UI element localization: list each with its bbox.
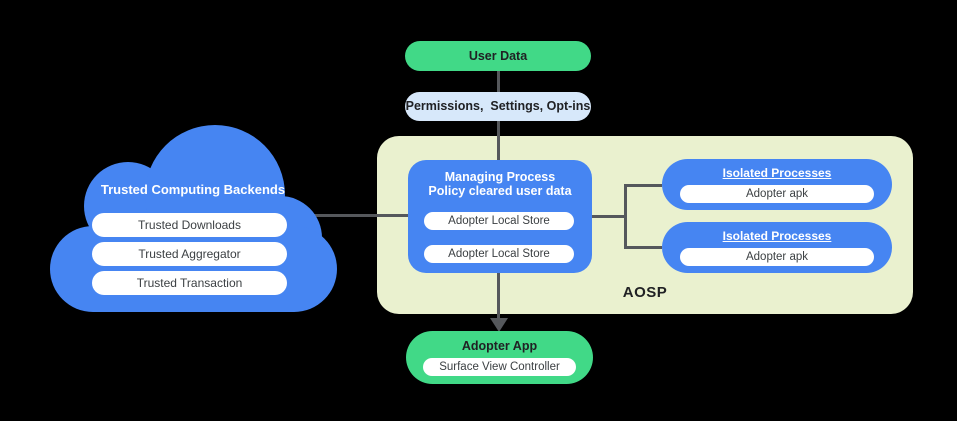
user-data-pill: User Data — [405, 41, 591, 71]
connector-managing-to-branch — [592, 215, 627, 218]
connector-branch-to-isolated-2 — [624, 246, 662, 249]
connector-permissions-to-managing — [497, 121, 500, 161]
permissions-settings-optins-pill: Permissions, Settings, Opt-ins — [405, 92, 591, 121]
adopter-apk-pill-2: Adopter apk — [680, 248, 874, 266]
trusted-aggregator-pill: Trusted Aggregator — [92, 242, 287, 266]
isolated-process-node-1: Isolated Processes Adopter apk — [662, 159, 892, 210]
adopter-app-title: Adopter App — [461, 339, 538, 353]
adopter-app-node: Adopter App Surface View Controller — [406, 331, 593, 384]
connector-cloud-to-managing — [310, 214, 410, 217]
isolated-process-title-2: Isolated Processes — [722, 229, 832, 243]
trusted-transaction-pill: Trusted Transaction — [92, 271, 287, 295]
adopter-apk-pill-1: Adopter apk — [680, 185, 874, 203]
trusted-downloads-pill: Trusted Downloads — [92, 213, 287, 237]
connector-branch-to-isolated-1 — [624, 184, 662, 187]
arrow-down-icon — [490, 318, 508, 332]
cloud-shape-base — [50, 226, 337, 312]
connector-userdata-to-permissions — [497, 71, 500, 92]
isolated-process-title-1: Isolated Processes — [722, 166, 832, 180]
managing-process-title-line2: Policy cleared user data — [428, 184, 572, 198]
managing-process-title: Managing Process Policy cleared user dat… — [408, 160, 592, 198]
connector-managing-to-adopter-stem — [497, 273, 500, 320]
managing-process-title-line1: Managing Process — [444, 170, 556, 184]
adopter-local-store-pill-2: Adopter Local Store — [424, 245, 574, 263]
aosp-label: AOSP — [622, 284, 668, 301]
surface-view-controller-pill: Surface View Controller — [423, 358, 576, 376]
isolated-process-node-2: Isolated Processes Adopter apk — [662, 222, 892, 273]
adopter-local-store-pill-1: Adopter Local Store — [424, 212, 574, 230]
cloud-title: Trusted Computing Backends — [100, 182, 286, 197]
connector-branch-vertical — [624, 184, 627, 249]
